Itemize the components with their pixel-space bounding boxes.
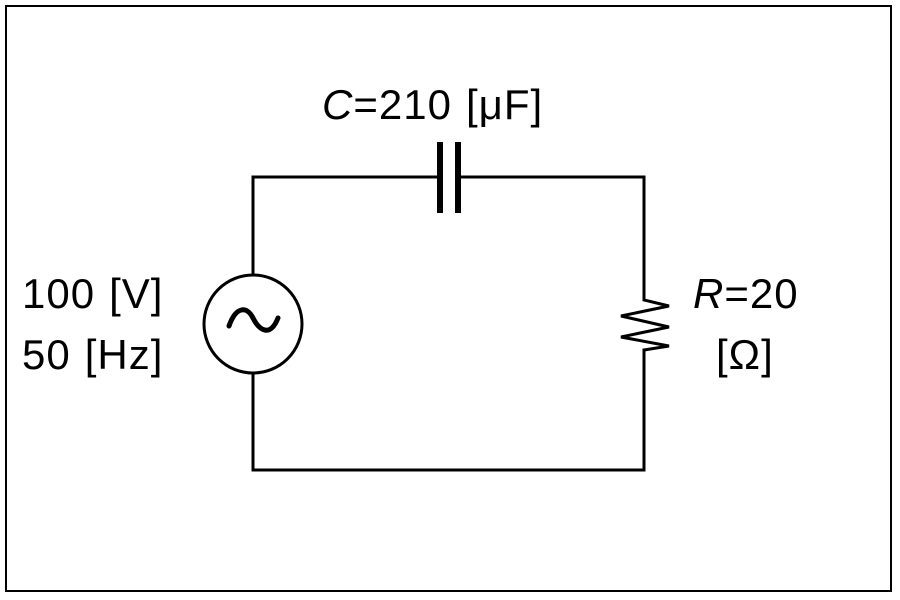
source-frequency-label: 50 [Hz] [22,334,163,376]
resistor-value: 20 [749,270,799,317]
capacitor-value: 210 [378,81,452,128]
source-voltage-value: 100 [22,270,96,317]
source-voltage-label: 100 [V] [22,273,163,315]
capacitor-equals: = [353,81,379,128]
source-frequency-unit: [Hz] [84,331,164,378]
capacitor-symbol-text: C [322,81,354,128]
resistor-equals: = [724,270,750,317]
resistor-unit: [Ω] [716,331,774,378]
resistor-unit-label: [Ω] [716,334,774,376]
sine-wave-icon [226,307,281,333]
resistor-symbol-text: R [693,270,725,317]
capacitor-unit: [μF] [465,81,544,128]
ac-source-symbol [202,273,304,375]
capacitor-symbol [437,142,461,213]
ac-source-circle [202,273,304,375]
source-frequency-value: 50 [22,331,71,378]
resistor-label: R=20 [693,273,799,315]
capacitor-label: C=210 [μF] [322,84,543,126]
resistor-symbol [620,296,670,352]
source-voltage-unit: [V] [109,270,164,317]
diagram-frame [5,5,892,592]
